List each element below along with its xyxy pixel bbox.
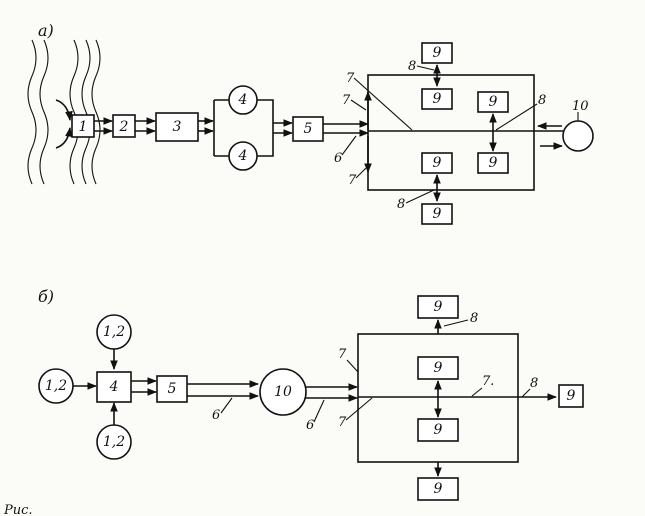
block-3-label: 3 [173,119,182,135]
block-5 [292,116,324,142]
consumer-label: 9 [434,422,443,438]
station-10-b-label: 10 [274,384,292,400]
consumer-a-right-top [477,91,509,113]
block-4 [96,371,132,403]
distribution-network [367,74,535,191]
callout-6: 6 [334,151,342,166]
figure-caption: Рис. [3,503,33,516]
source-top-label: 1,2 [103,324,125,340]
callout-8: 8 [397,197,405,212]
callout-7: 7 [346,71,355,86]
block-3 [155,112,199,142]
intake-arrow-top [55,99,73,121]
callout-8: 8 [538,93,546,108]
callout-6: 6 [306,418,314,433]
leader-7 [346,359,359,373]
callout-6: 6 [212,408,220,423]
consumer-b-inside-top [417,356,459,380]
leader-7 [353,77,413,131]
callout-7: 7 [338,347,347,362]
consumer-label: 9 [433,206,442,222]
block-1-label: 1 [79,119,88,135]
leader-7 [471,387,483,397]
pump-loop-left [213,99,229,157]
panel-label-b: б) [38,287,54,306]
consumer-label: 9 [434,299,443,315]
leader-8 [495,103,538,131]
panel-label-a: а) [38,21,54,40]
callout-7: 7. [482,374,494,389]
consumer-label: 9 [433,155,442,171]
consumer-a-top-outside [421,42,453,64]
consumer-b-bottom-outside [417,477,459,501]
callout-7: 7 [342,93,351,108]
intake-arrow-bottom [55,127,73,149]
callout-7: 7 [348,173,357,188]
block-5-label: 5 [304,121,313,137]
leader-6 [220,397,233,414]
source-left-label: 1,2 [45,378,67,394]
callout-8: 8 [470,311,478,326]
block-5-b-label: 5 [168,381,177,397]
leader-6 [341,135,357,156]
callout-8: 8 [408,59,416,74]
leader-8 [521,388,531,398]
callout-10: 10 [572,99,589,114]
consumer-b-inside-bottom [417,418,459,442]
leader-8 [416,65,435,71]
consumer-label: 9 [433,45,442,61]
consumer-b-right [558,384,584,408]
pump-top-label: 4 [238,92,248,108]
callout-8: 8 [530,376,538,391]
consumer-label: 9 [433,91,442,107]
leader-7 [345,397,373,421]
consumer-a-top-inside [421,88,453,110]
leader-8 [405,189,435,204]
block-5-b [156,375,188,403]
consumer-label: 9 [434,360,443,376]
callout-7: 7 [338,415,347,430]
consumer-b-top-outside [417,295,459,319]
consumer-label: 9 [434,481,443,497]
station-10-b [259,368,307,416]
station-10 [562,120,594,152]
leader-6 [313,399,325,423]
leader-7 [350,99,367,111]
block-2 [112,114,136,138]
consumer-label: 9 [489,94,498,110]
consumer-a-bottom-inside [421,152,453,174]
block-1 [71,114,95,138]
consumer-a-bottom-outside [421,203,453,225]
leader-8 [443,319,469,327]
consumer-label: 9 [489,155,498,171]
block-2-label: 2 [119,119,129,135]
block-4-label: 4 [109,379,119,395]
source-bottom-label: 1,2 [103,434,125,450]
consumer-a-right-bottom [477,152,509,174]
pump-loop-right [257,99,274,157]
water-waves [27,39,101,185]
consumer-label: 9 [567,388,576,404]
pump-bottom-label: 4 [238,148,248,164]
leader-7 [355,167,367,179]
